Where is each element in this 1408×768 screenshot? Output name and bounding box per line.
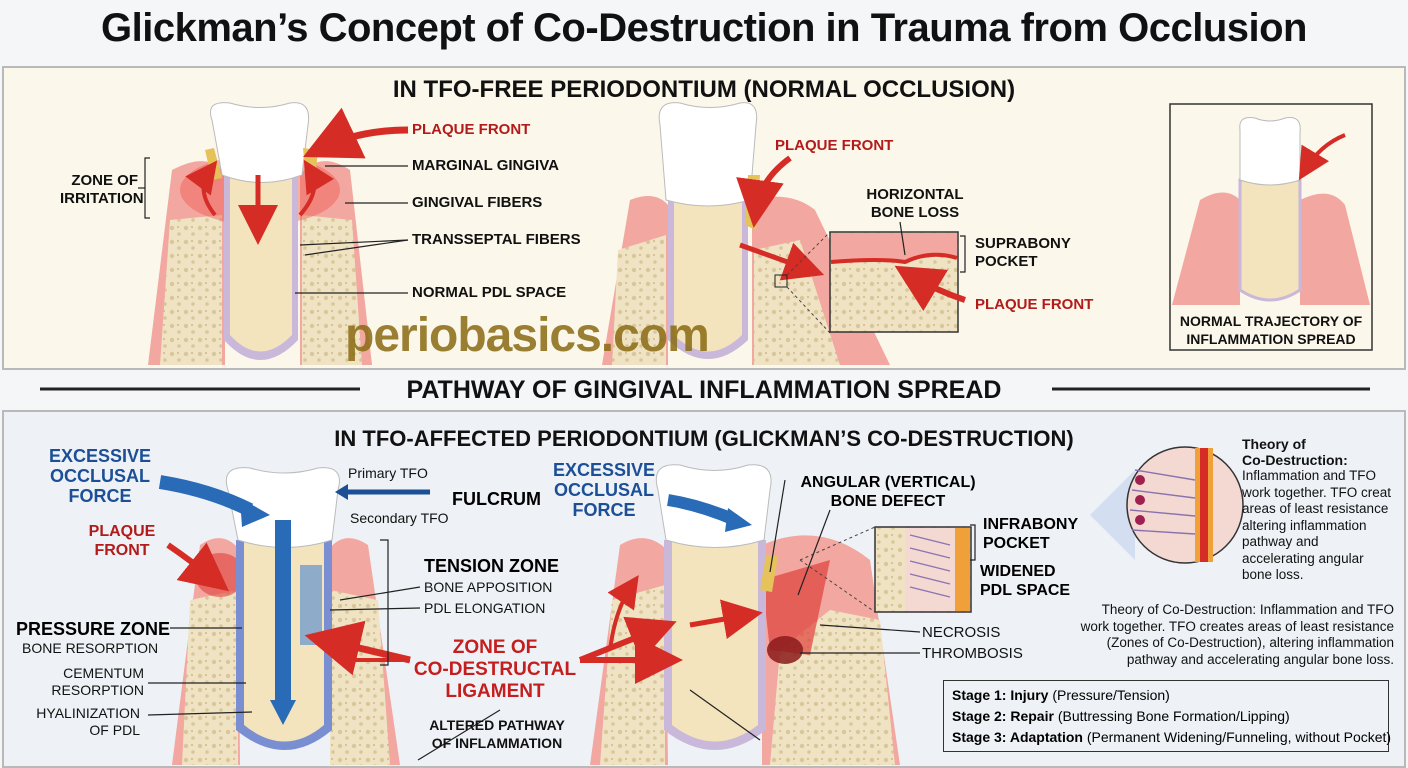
plaque-front-label-3: PLAQUE FRONT (975, 296, 1094, 313)
gingival-fibers-label: GINGIVAL FIBERS (412, 194, 543, 211)
plaque-front-label-2: PLAQUE FRONT (775, 137, 894, 154)
widened-pdl-label: WIDENED PDL SPACE (980, 563, 1071, 599)
theory-short-line-7: bone loss. (1242, 567, 1304, 582)
top-tooth-1 (148, 102, 409, 365)
bottom-leaders-1 (147, 539, 501, 761)
theory-circle (1090, 446, 1244, 564)
theory-long-line-2: work together. TFO creates areas of leas… (1080, 618, 1394, 634)
top-inset (1169, 103, 1373, 351)
theory-long-line-1: Theory of Co-Destruction: Inflammation a… (1101, 602, 1394, 617)
bottom-tooth-1 (158, 467, 430, 765)
theory-short-line-6: accelerating angular (1242, 550, 1364, 566)
marginal-gingiva-label: MARGINAL GINGIVA (412, 157, 559, 174)
transseptal-fibers-label: TRANSSEPTAL FIBERS (412, 231, 581, 248)
plaque-front-label-4: PLAQUE FRONT (88, 523, 156, 559)
theory-short-title-2: Co-Destruction: (1242, 452, 1348, 468)
bone-resorption-label: BONE RESORPTION (22, 640, 159, 656)
excessive-force-label-1: EXCESSIVE OCCLUSAL FORCE (48, 446, 152, 506)
stage-3: Stage 3: Adaptation (Permanent Widening/… (952, 729, 1392, 745)
normal-pdl-space-label: NORMAL PDL SPACE (412, 284, 567, 301)
inset-caption: NORMAL TRAJECTORY OF INFLAMMATION SPREAD (1179, 313, 1363, 347)
horizontal-bone-loss-label: HORIZONTAL BONE LOSS (866, 186, 964, 221)
necrosis-label: NECROSIS (922, 624, 1001, 641)
theory-long: Theory of Co-Destruction: Inflammation a… (1060, 602, 1394, 668)
stages-box: Stage 1: Injury (Pressure/Tension) Stage… (943, 680, 1392, 752)
theory-short-line-4: altering inflammation (1242, 517, 1367, 533)
theory-long-line-4: pathway and accelerating angular bone lo… (1126, 651, 1394, 667)
thrombosis-label: THROMBOSIS (922, 645, 1023, 662)
theory-short-line-2: work together. TFO creat (1242, 484, 1392, 500)
theory-long-line-3: (Zones of Co-Destruction), altering infl… (1106, 635, 1394, 650)
bottom-panel-heading: IN TFO-AFFECTED PERIODONTIUM (GLICKMAN’S… (334, 426, 1074, 451)
watermark: periobasics.com (345, 309, 710, 362)
top-panel-heading: IN TFO-FREE PERIODONTIUM (NORMAL OCCLUSI… (392, 76, 1016, 103)
theory-short-line-1: Inflammation and TFO (1242, 468, 1377, 483)
theory-short-line-3: areas of least resistance (1242, 501, 1389, 516)
angular-defect-label: ANGULAR (VERTICAL) BONE DEFECT (800, 474, 976, 510)
top-tooth-2 (602, 102, 966, 365)
excessive-force-label-2: EXCESSIVE OCCLUSAL FORCE (552, 460, 656, 520)
plaque-front-label-1: PLAQUE FRONT (412, 121, 531, 138)
secondary-tfo-label: Secondary TFO (350, 510, 449, 526)
zone-codestructal-label: ZONE OF CO-DESTRUCTAL LIGAMENT (413, 637, 577, 702)
primary-tfo-label: Primary TFO (348, 465, 428, 481)
theory-short: Theory of Co-Destruction: Inflammation a… (1242, 436, 1402, 584)
theory-short-title-1: Theory of (1242, 436, 1306, 452)
stage-2: Stage 2: Repair (Buttressing Bone Format… (952, 708, 1290, 724)
bottom-leaders-2 (689, 479, 976, 741)
suprabony-pocket-label: SUPRABONY POCKET (975, 235, 1071, 270)
page-title: Glickman’s Concept of Co-Destruction in … (101, 6, 1307, 50)
divider-heading: PATHWAY OF GINGIVAL INFLAMMATION SPREAD (406, 376, 1002, 404)
cementum-resorption-label: CEMENTUM RESORPTION (51, 665, 144, 698)
infrabony-pocket-label: INFRABONY POCKET (983, 516, 1079, 552)
altered-pathway-label: ALTERED PATHWAY OF INFLAMMATION (429, 717, 565, 751)
bone-apposition-label: BONE APPOSITION (424, 579, 553, 595)
bottom-tooth-2 (578, 464, 972, 765)
hyalinization-label: HYALINIZATION OF PDL (36, 705, 140, 738)
stage-1: Stage 1: Injury (Pressure/Tension) (952, 687, 1170, 703)
fulcrum-label: FULCRUM (452, 489, 541, 509)
pdl-elongation-label: PDL ELONGATION (424, 600, 546, 616)
pressure-zone-label: PRESSURE ZONE (16, 619, 171, 639)
theory-short-line-5: pathway and (1242, 534, 1319, 549)
zone-of-irritation-label: ZONE OF IRRITATION (60, 172, 144, 207)
top-leaders-2 (899, 221, 966, 273)
tension-zone-label: TENSION ZONE (424, 556, 560, 576)
top-leaders-1 (138, 157, 409, 294)
